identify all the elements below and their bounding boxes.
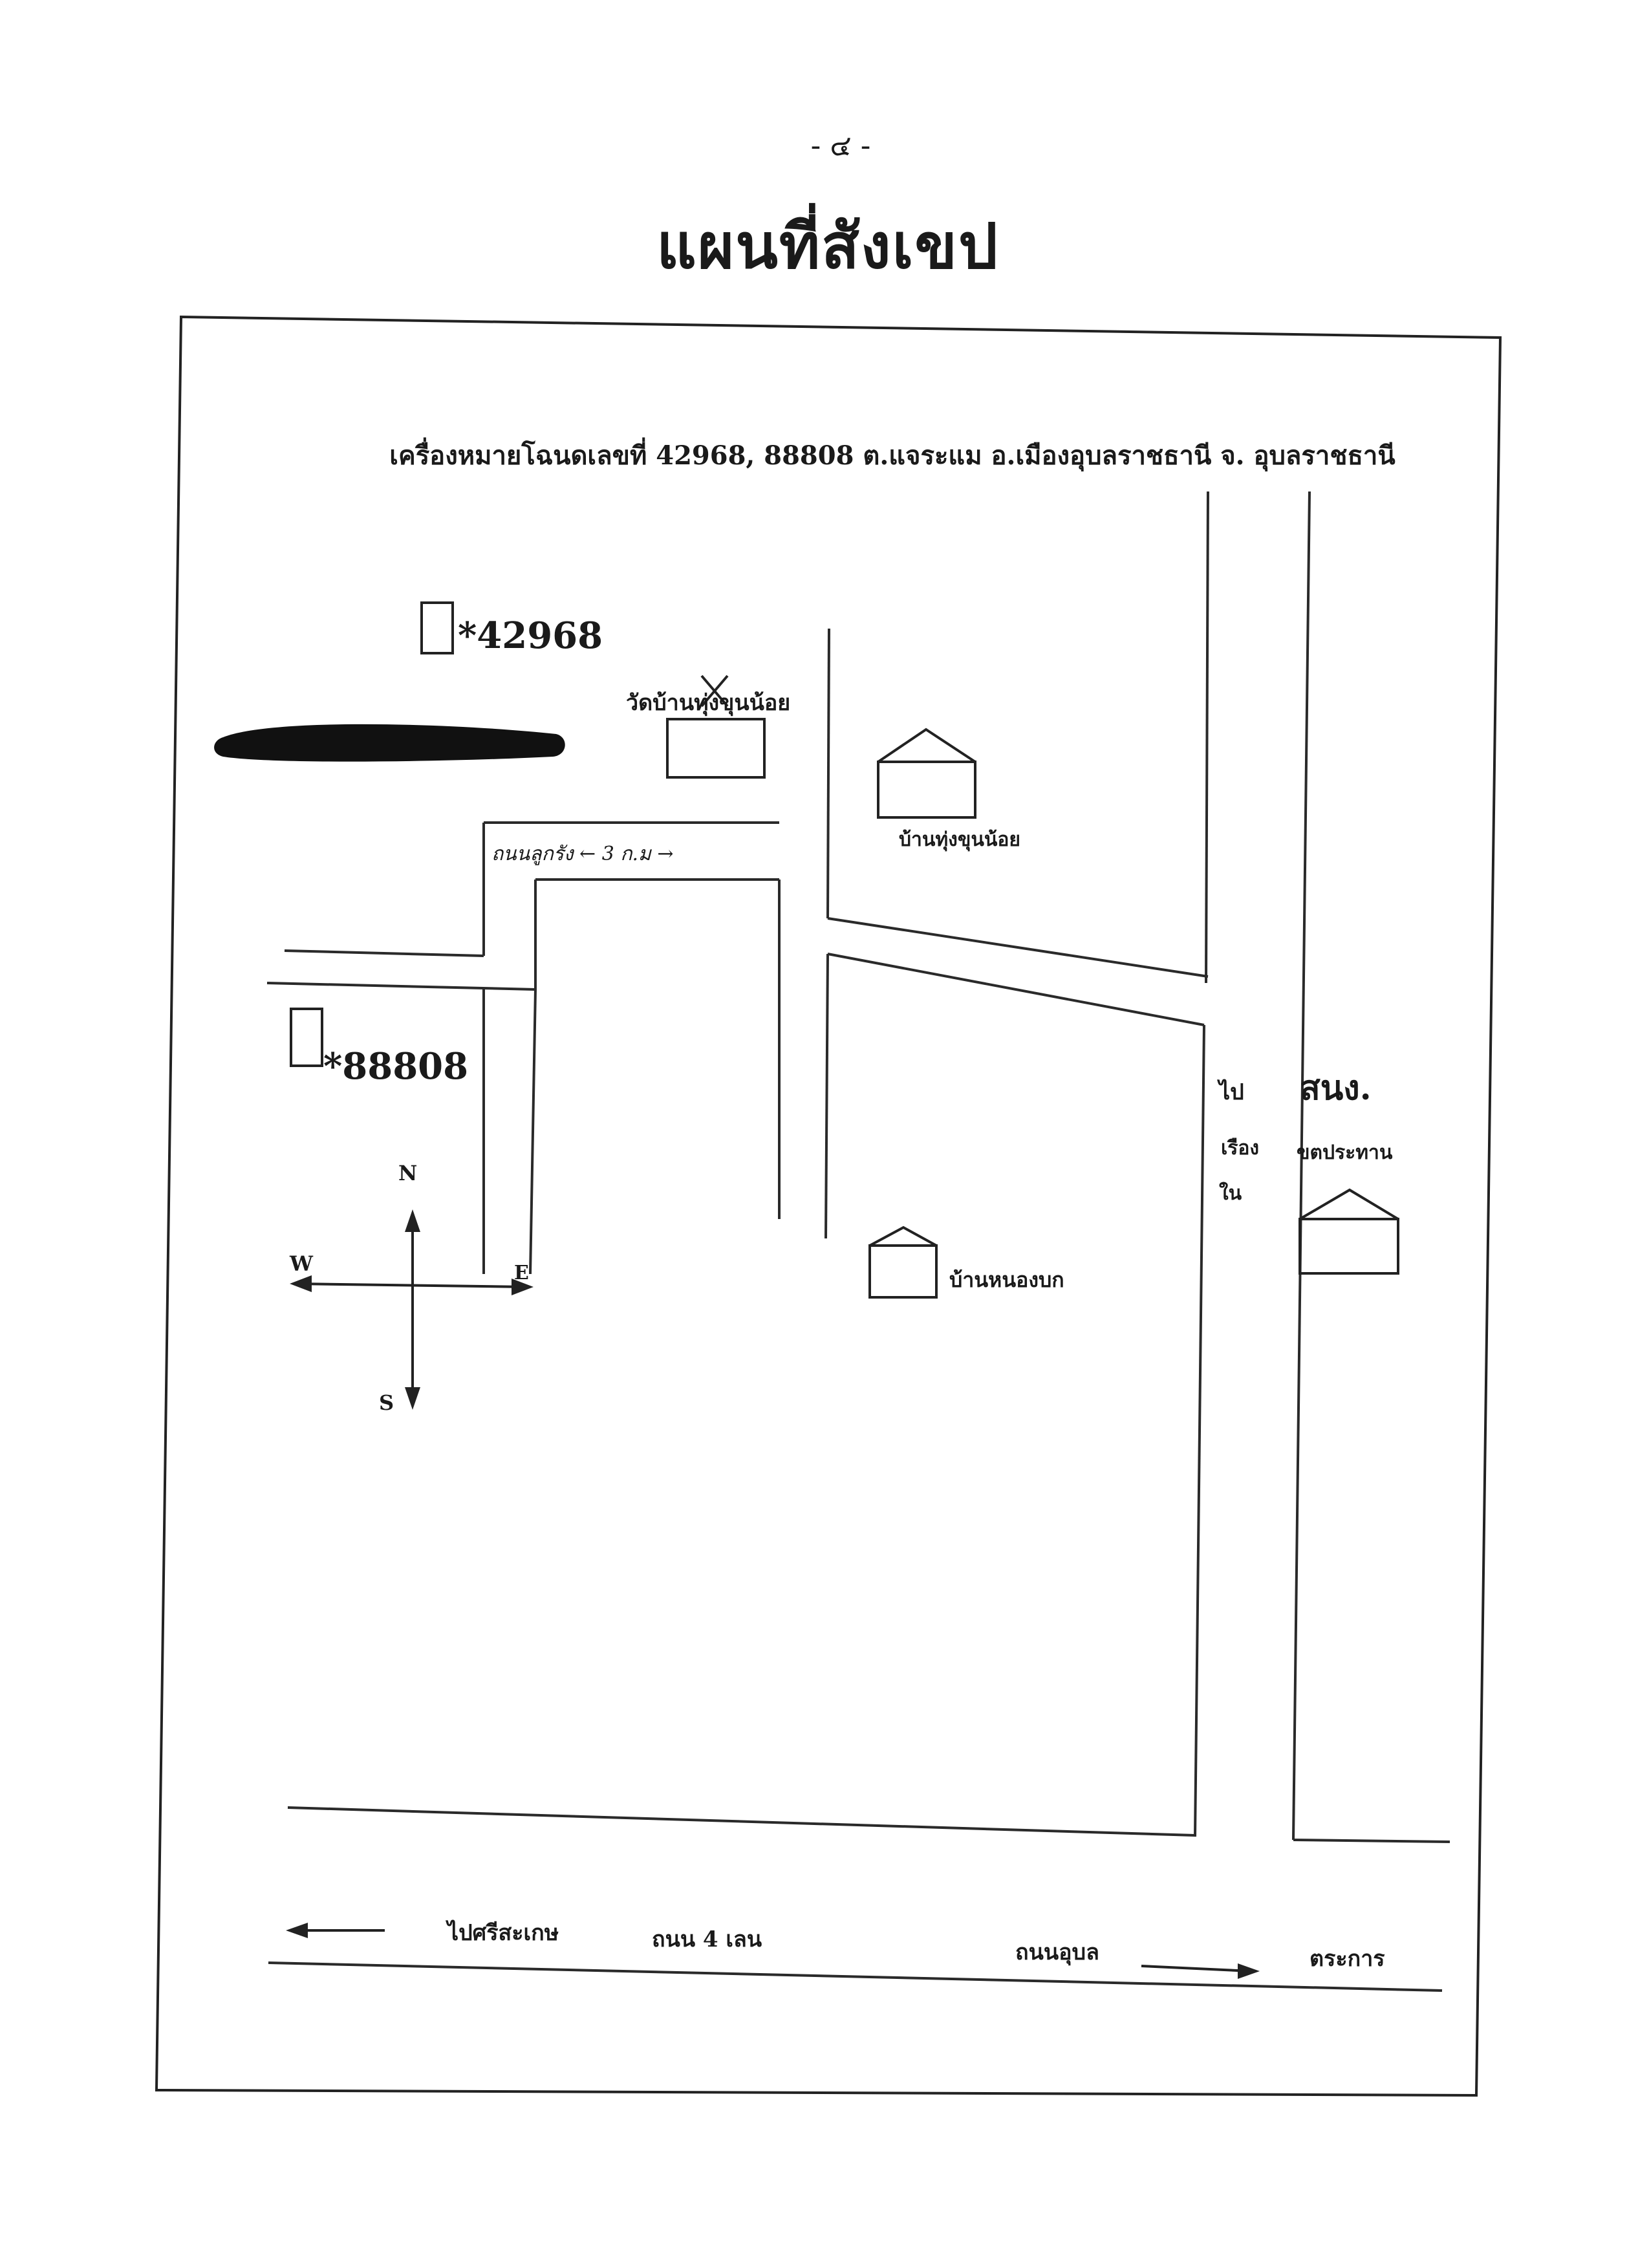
compass-s: S bbox=[379, 1390, 394, 1415]
village-house-icon bbox=[877, 728, 976, 819]
direction-label-2: เรือง bbox=[1221, 1137, 1259, 1160]
page-title: แผนที่สังเขป bbox=[656, 210, 999, 283]
parcel-label-42968: *42968 bbox=[458, 614, 603, 657]
map-header: เครื่องหมายโฉนดเลขที่ 42968, 88808 ต.แจร… bbox=[389, 437, 1395, 472]
town-label: สนง. bbox=[1300, 1068, 1372, 1108]
compass-e: E bbox=[514, 1262, 529, 1284]
village-label-1: บ้านทุ่งขุนน้อย bbox=[899, 828, 1020, 852]
parcel-label-88808: *88808 bbox=[323, 1045, 468, 1088]
village-label-2: บ้านหนองบก bbox=[949, 1268, 1064, 1292]
right-destination: ตระการ bbox=[1310, 1946, 1385, 1972]
office-house-icon bbox=[1299, 1188, 1399, 1275]
village-house-icon-2 bbox=[868, 1226, 938, 1299]
redaction-mark bbox=[214, 724, 565, 762]
temple-icon bbox=[666, 675, 766, 779]
road-name: ถนน 4 เลน bbox=[652, 1927, 762, 1952]
parcel-marker-42968 bbox=[420, 601, 454, 654]
handwritten-road-note: ถนนลูกรัง ← 3 ก.ม → bbox=[491, 843, 673, 865]
compass-arrowheads bbox=[290, 1209, 534, 1410]
compass-rose bbox=[296, 1216, 528, 1403]
compass-w: W bbox=[289, 1251, 314, 1276]
temple-label: วัดบ้านทุ่งขุนน้อย bbox=[626, 690, 790, 717]
direction-label-1: ไป bbox=[1217, 1079, 1244, 1105]
left-destination: ไปศรีสะเกษ bbox=[446, 1919, 559, 1946]
map-frame bbox=[155, 315, 1502, 2097]
page-number: - ๔ - bbox=[810, 129, 871, 162]
left-arrowhead bbox=[286, 1923, 308, 1938]
bottom-arrows bbox=[294, 1929, 1252, 1972]
right-road: ถนนอุบล bbox=[1015, 1939, 1099, 1966]
office-label: ขตประทาน bbox=[1297, 1141, 1393, 1164]
right-arrowhead bbox=[1238, 1963, 1260, 1979]
roads bbox=[266, 491, 1450, 1992]
parcel-marker-88808 bbox=[290, 1008, 323, 1067]
compass-n: N bbox=[398, 1161, 417, 1185]
direction-label-3: ใน bbox=[1219, 1182, 1242, 1205]
